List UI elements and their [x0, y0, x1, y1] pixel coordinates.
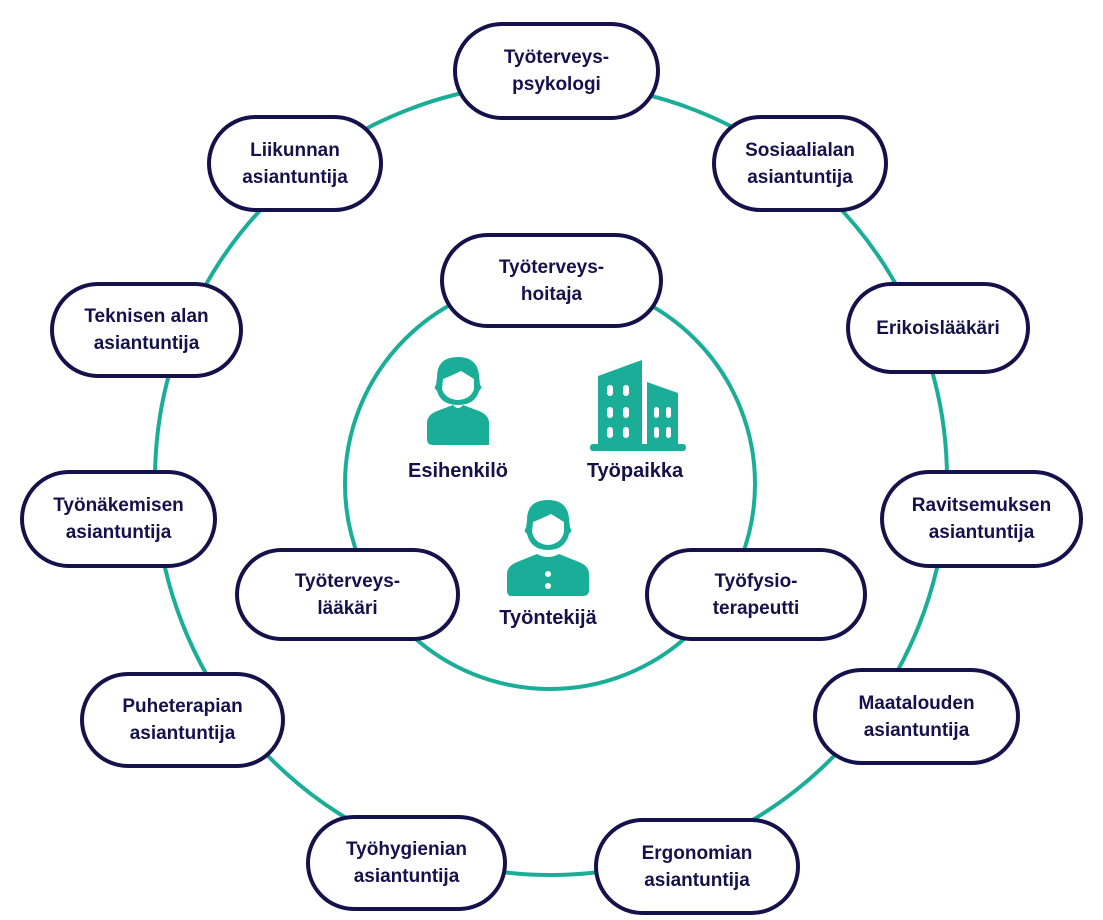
- role-specialist-physician: Erikoislääkäri: [846, 282, 1030, 374]
- role-occupational-physician: Työterveys- lääkäri: [235, 548, 460, 641]
- role-ergonomics-expert: Ergonomian asiantuntija: [594, 818, 800, 915]
- role-exercise-expert: Liikunnan asiantuntija: [207, 115, 383, 212]
- role-nutrition-expert: Ravitsemuksen asiantuntija: [880, 470, 1083, 568]
- workplace-building-icon: [590, 360, 686, 451]
- role-occupational-psychologist: Työterveys- psykologi: [453, 22, 660, 120]
- role-vision-expert: Työnäkemisen asiantuntija: [20, 470, 217, 568]
- workplace-label: Työpaikka: [586, 460, 684, 482]
- employee-label: Työntekijä: [499, 607, 597, 629]
- role-occupational-physiotherapist: Työfysio- terapeutti: [645, 548, 867, 641]
- role-social-expert: Sosiaalialan asiantuntija: [712, 115, 888, 212]
- role-occupational-nurse: Työterveys- hoitaja: [440, 233, 663, 328]
- supervisor-label: Esihenkilö: [407, 460, 509, 482]
- role-technical-expert: Teknisen alan asiantuntija: [50, 282, 243, 378]
- employee-person-icon: [507, 500, 589, 596]
- role-speech-therapy-expert: Puheterapian asiantuntija: [80, 672, 285, 768]
- role-occupational-hygiene-expert: Työhygienian asiantuntija: [306, 815, 507, 911]
- supervisor-person-icon: [427, 357, 489, 445]
- role-agriculture-expert: Maatalouden asiantuntija: [813, 668, 1020, 765]
